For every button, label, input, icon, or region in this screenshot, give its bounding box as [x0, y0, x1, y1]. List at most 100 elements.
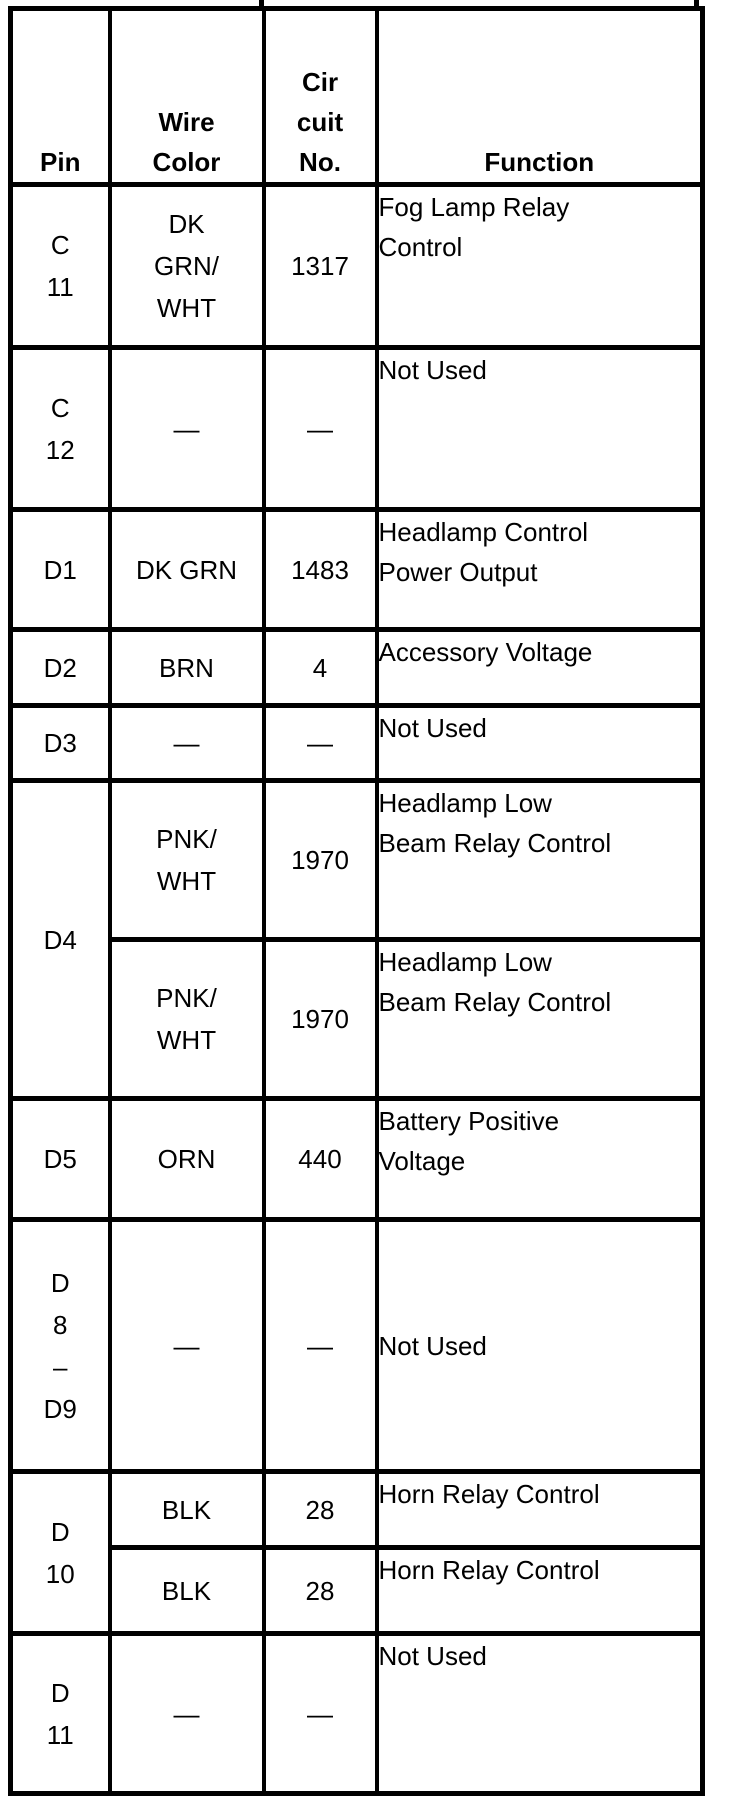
- cell-text-line: Pin: [40, 147, 81, 177]
- wire-color-cell: DK GRN: [107, 507, 266, 632]
- table-row-d10-a: D 10 BLK 28 Horn Relay Control: [8, 1469, 705, 1636]
- cell-text-line: —: [307, 413, 333, 444]
- cell-text-line: 12: [45, 434, 75, 465]
- cell-text-line: 10: [45, 1558, 75, 1589]
- cell-text-line: Accessory Voltage: [378, 637, 593, 667]
- cell-text-line: Battery Positive: [378, 1106, 560, 1136]
- wire-color-cell: —: [107, 1217, 266, 1474]
- pin-cell: D 10: [8, 1469, 112, 1636]
- cell-text-line: Headlamp Control: [378, 517, 589, 547]
- wire-color-cell: BLK: [107, 1469, 266, 1550]
- cell-text-line: WHT: [156, 866, 217, 896]
- circuit-no-cell: 1317: [261, 182, 379, 350]
- pin-cell: D4: [8, 778, 112, 1101]
- cell-text-line: Voltage: [378, 1146, 466, 1176]
- cell-text-line: Headlamp Low: [378, 947, 552, 977]
- circuit-no-cell: —: [261, 1631, 379, 1796]
- circuit-no-cell: 1483: [261, 507, 379, 632]
- function-cell: Not Used: [374, 1631, 705, 1796]
- cell-text-line: D: [50, 1516, 70, 1547]
- cell-text-line: D2: [43, 652, 77, 683]
- cell-text-line: Not Used: [378, 1641, 487, 1671]
- cell-text-line: —: [307, 1698, 333, 1729]
- cell-text-line: No.: [299, 147, 341, 177]
- function-cell: Not Used: [374, 703, 705, 783]
- circuit-no-cell: 1970: [261, 937, 379, 1101]
- cell-text-line: Not Used: [378, 1330, 487, 1361]
- function-cell: Accessory Voltage: [374, 627, 705, 708]
- cell-text-line: PNK/: [156, 824, 217, 854]
- column-header-function: Function: [374, 6, 705, 187]
- cell-text-line: —: [173, 728, 200, 758]
- cell-text-line: 1483: [291, 554, 349, 585]
- cell-text-line: BLK: [161, 1494, 212, 1525]
- cell-text-line: Control: [378, 232, 463, 262]
- cell-text-line: Horn Relay Control: [378, 1555, 600, 1585]
- cell-text-line: Power Output: [378, 557, 538, 587]
- circuit-no-cell: 28: [261, 1545, 379, 1636]
- circuit-no-cell: 440: [261, 1096, 379, 1222]
- table-row-d10-b: BLK 28 Horn Relay Control: [11, 1545, 705, 1636]
- cell-text-line: —: [307, 728, 333, 758]
- cell-text-line: 440: [298, 1144, 342, 1174]
- cell-text-line: Beam Relay Control: [378, 987, 612, 1017]
- wire-color-cell: ORN: [107, 1096, 266, 1222]
- pin-cell: D2: [8, 627, 112, 708]
- wire-color-cell: BLK: [107, 1545, 266, 1636]
- cell-text-line: —: [173, 1698, 200, 1729]
- table-continuation-mark: [259, 0, 264, 8]
- cell-text-line: D3: [43, 728, 77, 758]
- cell-text-line: Fog Lamp Relay: [378, 192, 570, 222]
- cell-text-line: C: [50, 392, 70, 423]
- pin-cell: D5: [8, 1096, 112, 1222]
- cell-text-line: D: [50, 1267, 70, 1298]
- function-cell: Horn Relay Control: [374, 1545, 705, 1636]
- circuit-no-cell: —: [261, 703, 379, 783]
- column-header-pin: Pin: [8, 6, 112, 187]
- cell-text-line: 28: [305, 1575, 335, 1606]
- pin-cell: D1: [8, 507, 112, 632]
- function-cell: Not Used: [374, 345, 705, 512]
- cell-text-line: 4: [312, 652, 328, 683]
- cell-text-line: 8: [53, 1309, 68, 1340]
- cell-text-line: BRN: [159, 652, 214, 683]
- circuit-no-cell: —: [261, 1217, 379, 1474]
- wire-color-cell: PNK/WHT: [107, 778, 266, 942]
- cell-text-line: 28: [305, 1494, 335, 1525]
- cell-text-line: Color: [152, 147, 221, 177]
- cell-text-line: WHT: [156, 293, 217, 323]
- wire-color-cell: —: [107, 703, 266, 783]
- cell-text-line: 11: [46, 272, 74, 302]
- pin-cell: D3: [8, 703, 112, 783]
- cell-text-line: Horn Relay Control: [378, 1479, 600, 1509]
- cell-text-line: Beam Relay Control: [378, 828, 612, 858]
- cell-text-line: cuit: [296, 107, 344, 137]
- function-cell: Not Used: [374, 1217, 705, 1474]
- circuit-no-cell: —: [261, 345, 379, 512]
- cell-text-line: 11: [46, 1719, 74, 1750]
- cell-text-line: D4: [43, 924, 77, 955]
- cell-text-line: D1: [43, 554, 77, 585]
- cell-text-line: PNK/: [156, 983, 217, 1013]
- cell-text-line: D9: [43, 1393, 77, 1424]
- cell-text-line: Cir: [301, 67, 339, 97]
- cell-text-line: Wire: [158, 107, 215, 137]
- cell-text-line: ORN: [157, 1144, 216, 1174]
